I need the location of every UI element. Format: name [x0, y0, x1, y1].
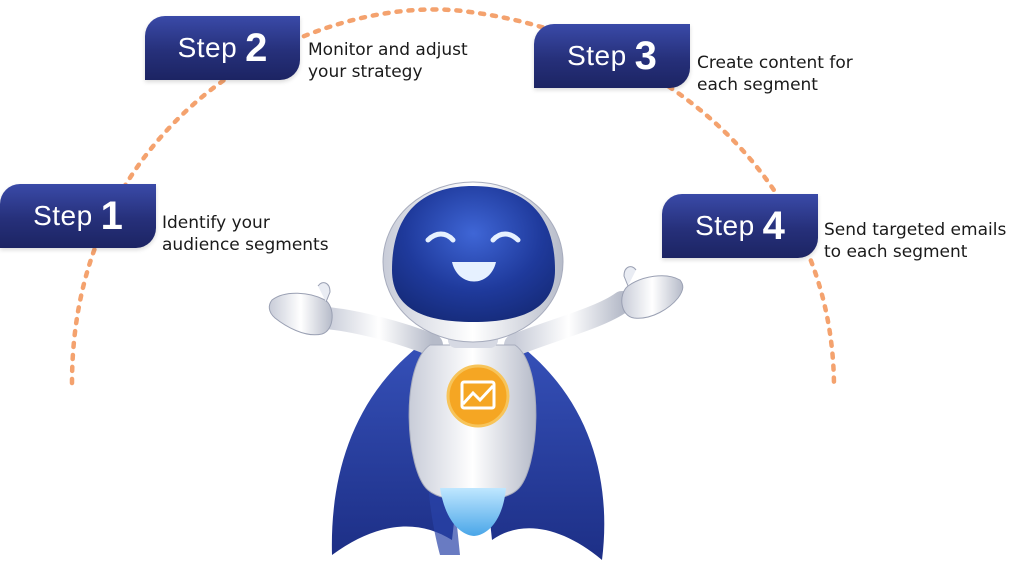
step-1-tab: Step 1 — [0, 184, 156, 248]
step-1-number: 1 — [100, 193, 123, 238]
step-2-tab: Step 2 — [145, 16, 300, 80]
step-2-description-line1: Monitor and adjust — [308, 40, 468, 60]
step-2-description-line2: your strategy — [308, 62, 423, 82]
step-4-word: Step — [695, 210, 755, 241]
step-4-description: Send targeted emails to each segment — [824, 219, 1006, 263]
step-1-description: Identify your audience segments — [162, 212, 329, 256]
line-chart-badge-icon — [446, 364, 510, 428]
step-1-word: Step — [33, 200, 93, 231]
step-4-number: 4 — [762, 203, 785, 248]
step-3-tab: Step 3 — [534, 24, 690, 88]
step-3-number: 3 — [634, 33, 657, 78]
step-4-tab: Step 4 — [662, 194, 818, 258]
step-1-description-line1: Identify your — [162, 213, 270, 233]
step-1-description-line2: audience segments — [162, 235, 329, 255]
step-3-description-line1: Create content for — [697, 53, 853, 73]
step-2-word: Step — [177, 32, 238, 63]
step-3-description: Create content for each segment — [697, 52, 853, 96]
step-2-number: 2 — [245, 25, 268, 70]
step-3-word: Step — [567, 40, 627, 71]
step-2-description: Monitor and adjust your strategy — [308, 39, 468, 83]
step-4-description-line2: to each segment — [824, 242, 968, 262]
step-4-description-line1: Send targeted emails — [824, 220, 1007, 240]
step-3-description-line2: each segment — [697, 75, 818, 95]
